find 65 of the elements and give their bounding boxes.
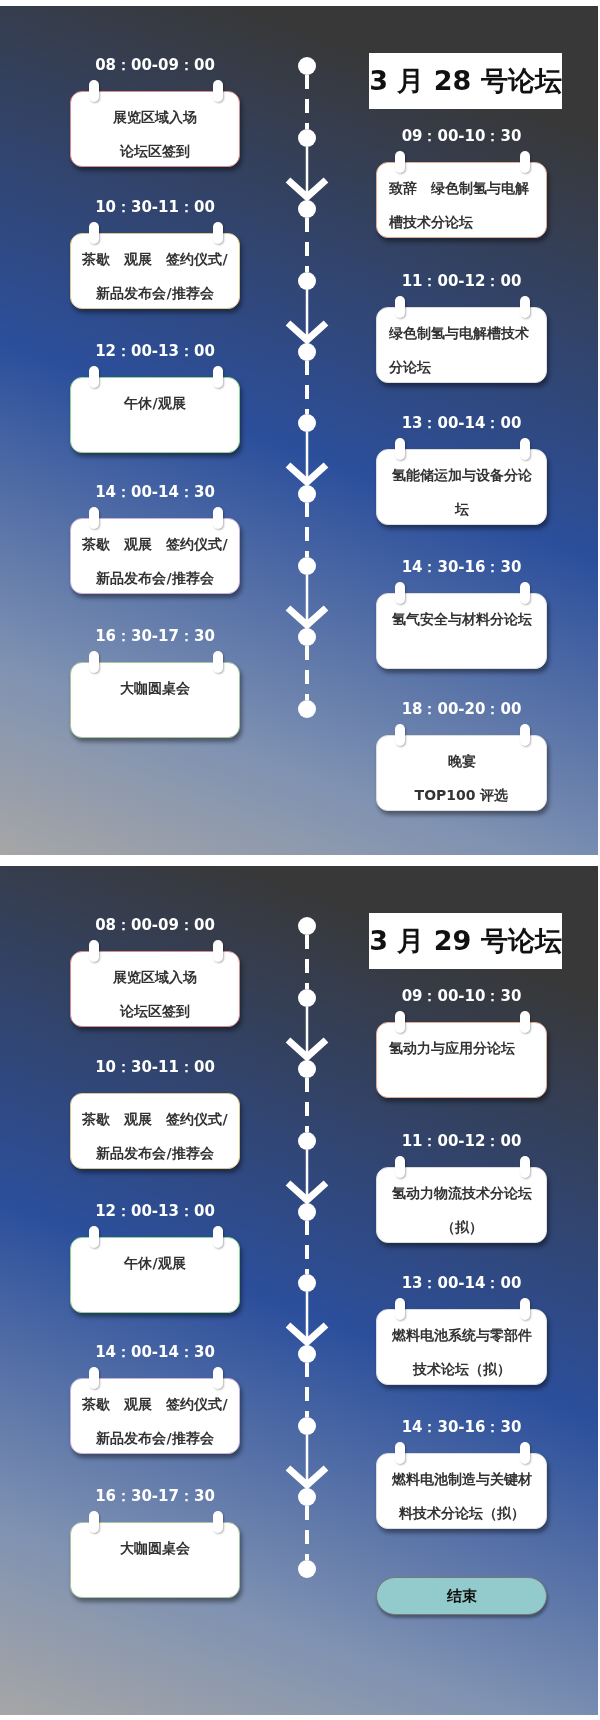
session-text: 茶歇 观展 签约仪式/新品发布会/推荐会 <box>81 535 229 588</box>
end-pill <box>376 1577 547 1615</box>
time-label: 10：30-11：00 <box>94 1058 216 1077</box>
session-text: 展览区域入场 <box>112 108 198 127</box>
time-label: 14：00-14：30 <box>94 483 216 502</box>
dashed-line <box>305 1363 309 1417</box>
time-label: 10：30-11：00 <box>94 198 216 217</box>
dashed-line <box>305 361 309 414</box>
session-text: 午休/观展 <box>123 394 187 413</box>
time-label: 14：30-16：30 <box>400 1418 523 1437</box>
session-text: 大咖圆桌会 <box>119 1539 191 1558</box>
title-box <box>369 913 562 969</box>
time-label: 13：00-14：00 <box>400 1274 523 1293</box>
session-text: 氢气安全与材料分论坛 <box>390 610 533 629</box>
dashed-line <box>305 935 309 989</box>
chevron-arrow <box>284 575 330 629</box>
time-label: 16：30-17：30 <box>94 627 216 646</box>
chevron-arrow <box>284 1435 330 1489</box>
time-label: 11：00-12：00 <box>400 1132 523 1151</box>
dashed-line <box>305 75 309 129</box>
time-label: 12：00-13：00 <box>94 1202 216 1221</box>
dashed-line <box>305 646 309 700</box>
session-text: 午休/观展 <box>123 1254 187 1273</box>
time-label: 08：00-09：00 <box>94 916 216 935</box>
chevron-arrow <box>284 290 330 344</box>
chevron-arrow <box>284 147 330 201</box>
time-label: 09：00-10：30 <box>400 987 523 1006</box>
session-text: 燃料电池系统与零部件技术论坛（拟） <box>390 1326 533 1379</box>
session-text: 茶歇 观展 签约仪式/新品发布会/推荐会 <box>81 1110 229 1163</box>
title-text: 3 月 28 号论坛 <box>369 64 562 98</box>
session-text: 论坛区签到 <box>119 1002 191 1021</box>
dashed-line <box>305 1221 309 1274</box>
session-text: 展览区域入场 <box>112 968 198 987</box>
time-label: 14：00-14：30 <box>94 1343 216 1362</box>
chevron-arrow <box>284 1292 330 1346</box>
dashed-line <box>305 1506 309 1560</box>
session-text: 茶歇 观展 签约仪式/新品发布会/推荐会 <box>81 250 229 303</box>
session-text: 氢能储运加与设备分论坛 <box>390 466 533 519</box>
session-text: 茶歇 观展 签约仪式/新品发布会/推荐会 <box>81 1395 229 1448</box>
session-text: 致辞 绿色制氢与电解槽技术分论坛 <box>389 179 530 232</box>
session-text: 氢动力物流技术分论坛（拟） <box>390 1184 533 1237</box>
session-text: 晚宴 <box>446 752 477 771</box>
time-label: 14：30-16：30 <box>400 558 523 577</box>
dashed-line <box>305 503 309 557</box>
title-text: 3 月 29 号论坛 <box>369 924 562 958</box>
title-box <box>369 53 562 109</box>
time-label: 08：00-09：00 <box>94 56 216 75</box>
end-text: 结束 <box>446 1586 477 1606</box>
session-text: 大咖圆桌会 <box>119 679 191 698</box>
chevron-arrow <box>284 1007 330 1061</box>
time-label: 16：30-17：30 <box>94 1487 216 1506</box>
session-text: 氢动力与应用分论坛 <box>389 1039 516 1058</box>
session-text: 燃料电池制造与关键材料技术分论坛（拟） <box>390 1470 533 1523</box>
time-label: 11：00-12：00 <box>400 272 523 291</box>
session-text: TOP100 评选 <box>413 786 510 805</box>
session-text: 论坛区签到 <box>119 142 191 161</box>
dashed-line <box>305 218 309 272</box>
time-label: 09：00-10：30 <box>400 127 523 146</box>
dashed-line <box>305 1078 309 1132</box>
chevron-arrow <box>284 1150 330 1204</box>
chevron-arrow <box>284 432 330 486</box>
session-text: 绿色制氢与电解槽技术分论坛 <box>389 324 530 377</box>
time-label: 12：00-13：00 <box>94 342 216 361</box>
time-label: 18：00-20：00 <box>400 700 523 719</box>
time-label: 13：00-14：00 <box>400 414 523 433</box>
